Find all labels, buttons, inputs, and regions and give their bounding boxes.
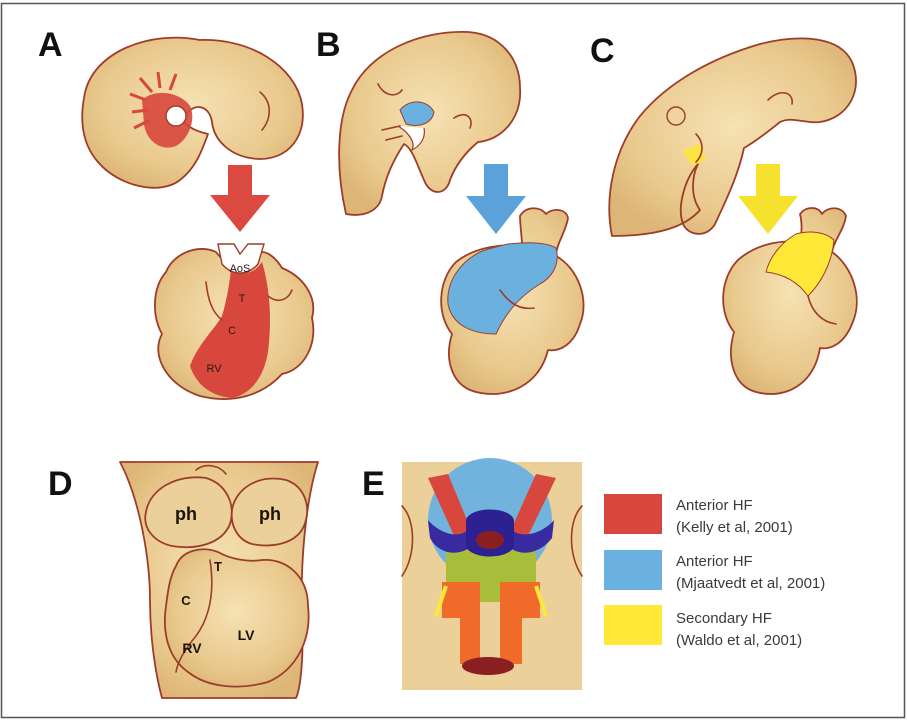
label-aos: AoS — [230, 263, 251, 275]
label-rv-d: RV — [182, 640, 202, 656]
legend-swatch-yellow — [604, 605, 662, 645]
label-ph-right: ph — [259, 504, 281, 524]
legend-citation-3: (Waldo et al, 2001) — [676, 632, 802, 649]
label-rv-a: RV — [206, 363, 222, 375]
legend-title-2: Anterior HF — [676, 553, 753, 570]
panel-letter-c: C — [590, 32, 615, 70]
label-t-d: T — [214, 559, 222, 574]
label-t-a: T — [239, 293, 246, 305]
panel-letter-d: D — [48, 465, 73, 503]
label-lv-d: LV — [238, 627, 256, 643]
eye-a — [166, 106, 186, 126]
legend-swatch-red — [604, 494, 662, 534]
legend-swatch-blue — [604, 550, 662, 590]
mouth-e — [476, 531, 504, 549]
panel-letter-b: B — [316, 26, 341, 64]
navel-e — [462, 657, 514, 675]
legend-title-1: Anterior HF — [676, 497, 753, 514]
heart-ventral-d — [165, 549, 309, 686]
legend-citation-1: (Kelly et al, 2001) — [676, 519, 793, 536]
legend-citation-2: (Mjaatvedt et al, 2001) — [676, 575, 825, 592]
label-c-a: C — [228, 325, 236, 337]
label-ph-left: ph — [175, 504, 197, 524]
panel-letter-a: A — [38, 26, 63, 64]
panel-letter-e: E — [362, 465, 385, 503]
label-c-d: C — [181, 593, 191, 608]
legend-title-3: Secondary HF — [676, 610, 772, 627]
